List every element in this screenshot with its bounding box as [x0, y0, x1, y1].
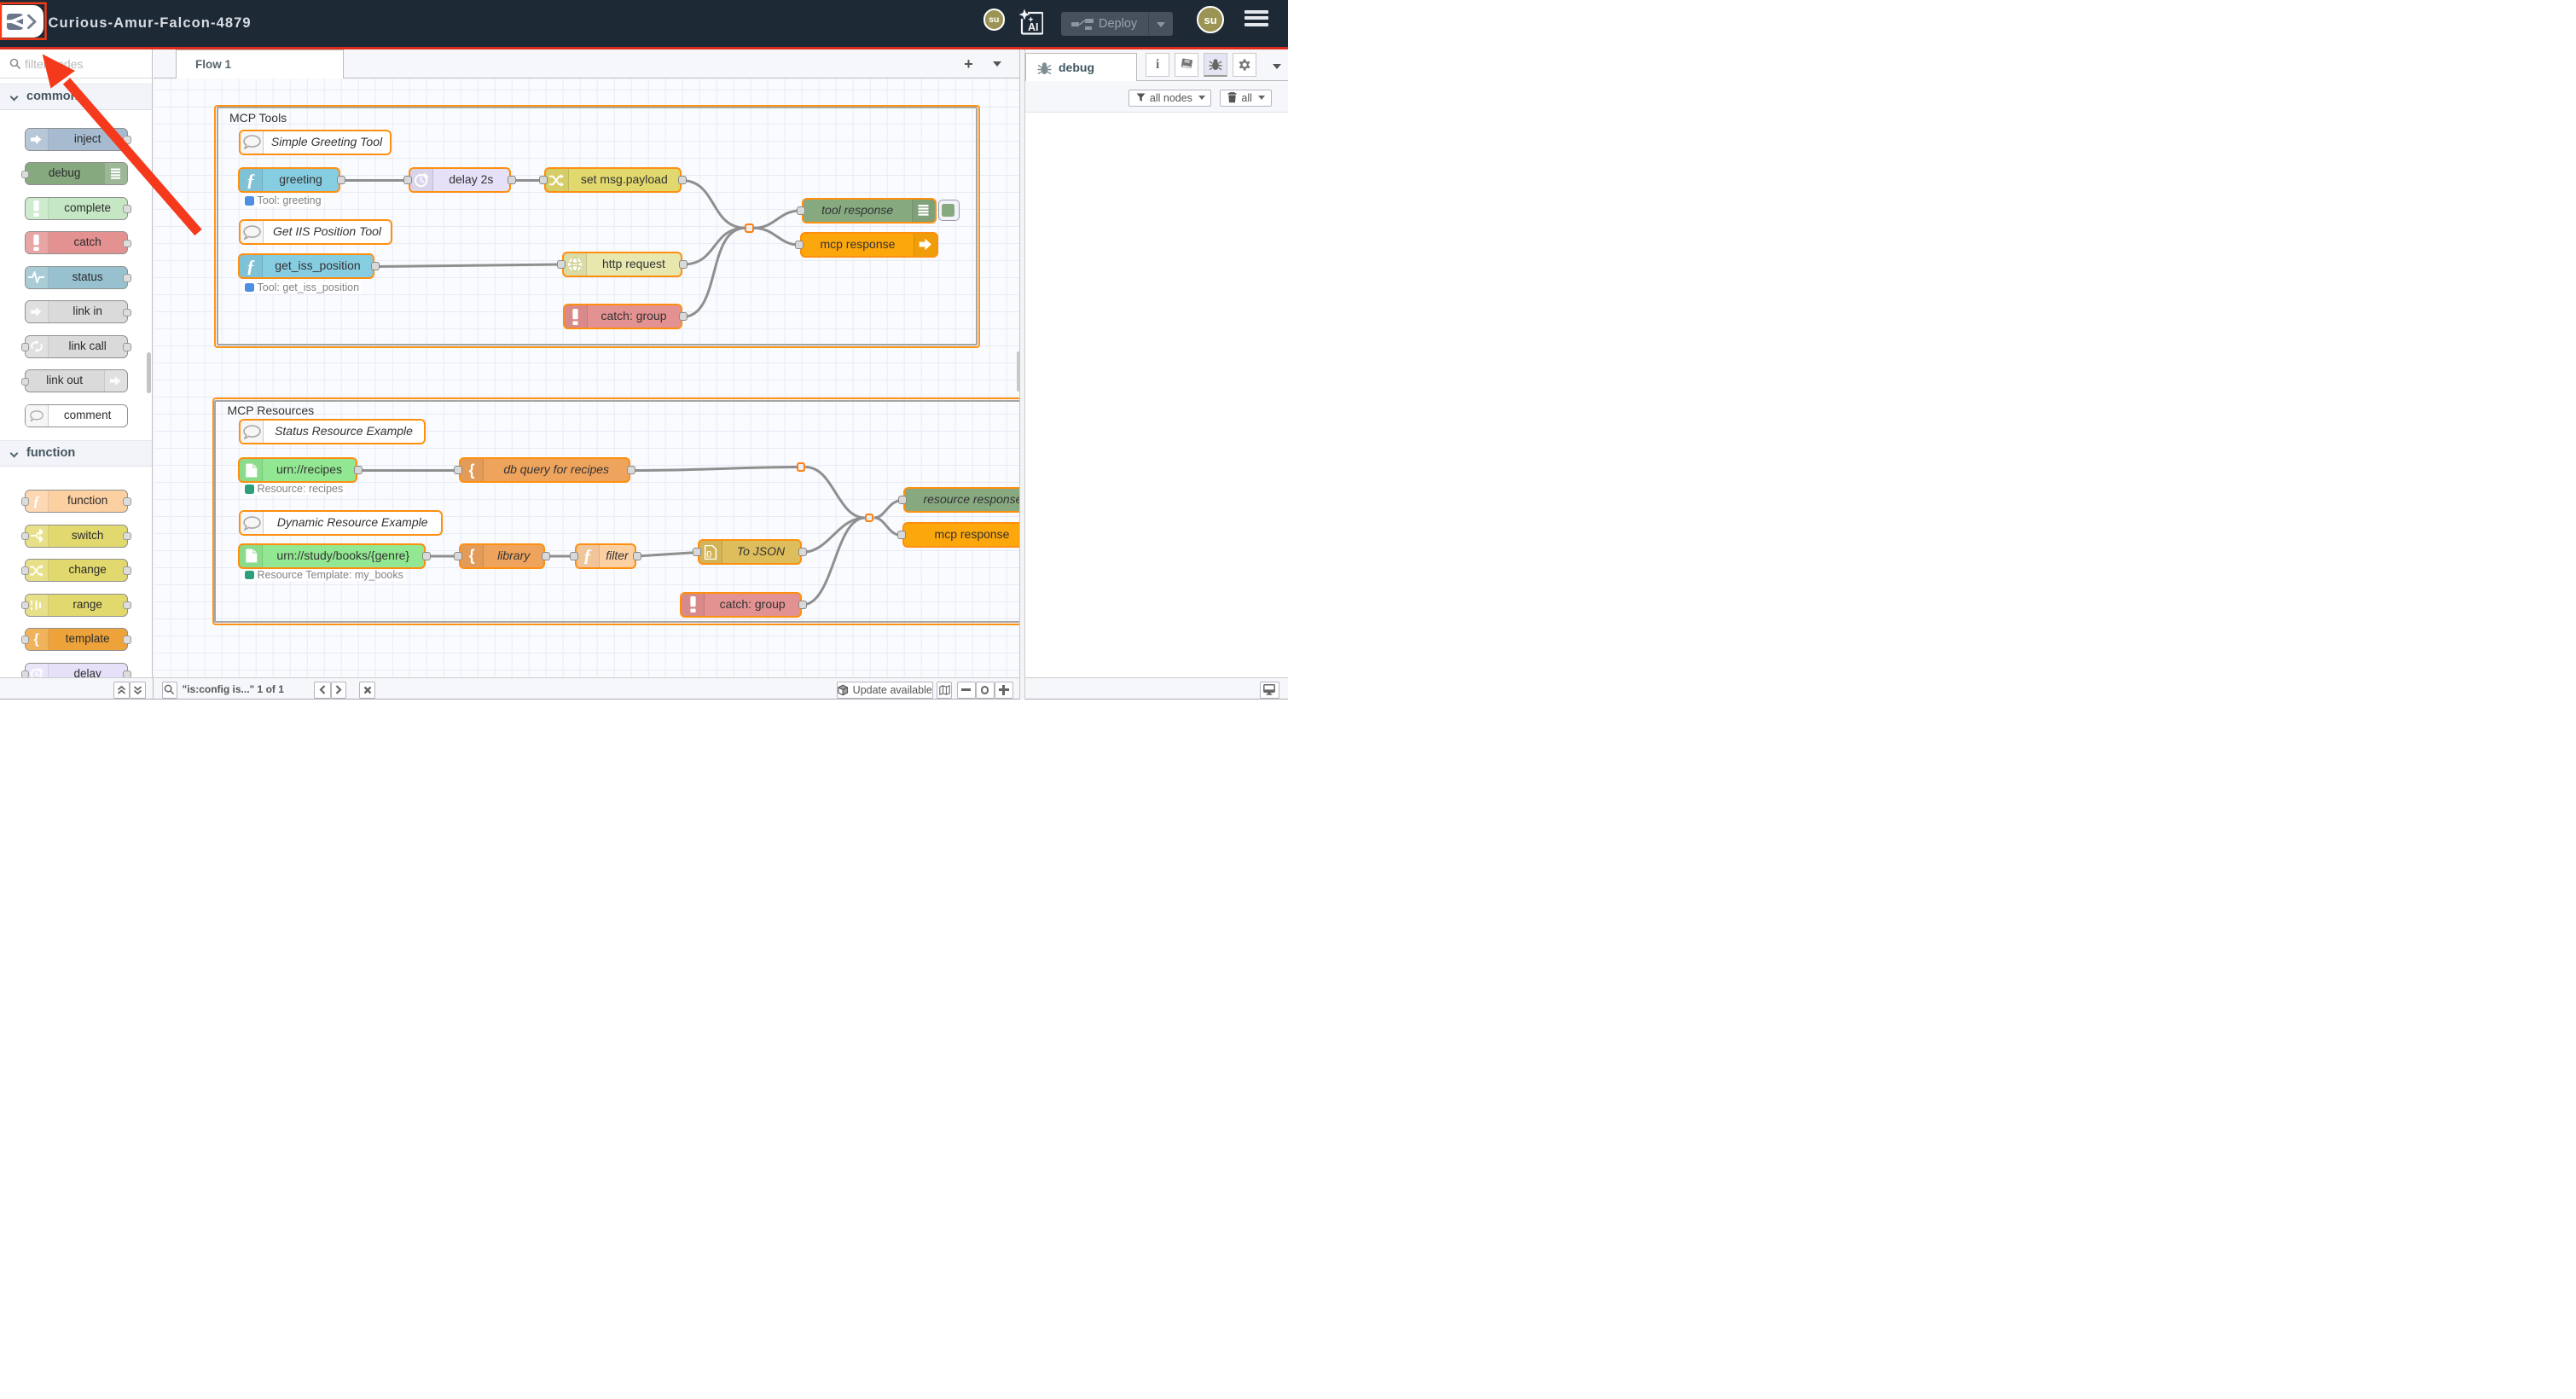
svg-text:{}: {} [705, 549, 711, 558]
svg-text:AI: AI [1028, 21, 1039, 33]
